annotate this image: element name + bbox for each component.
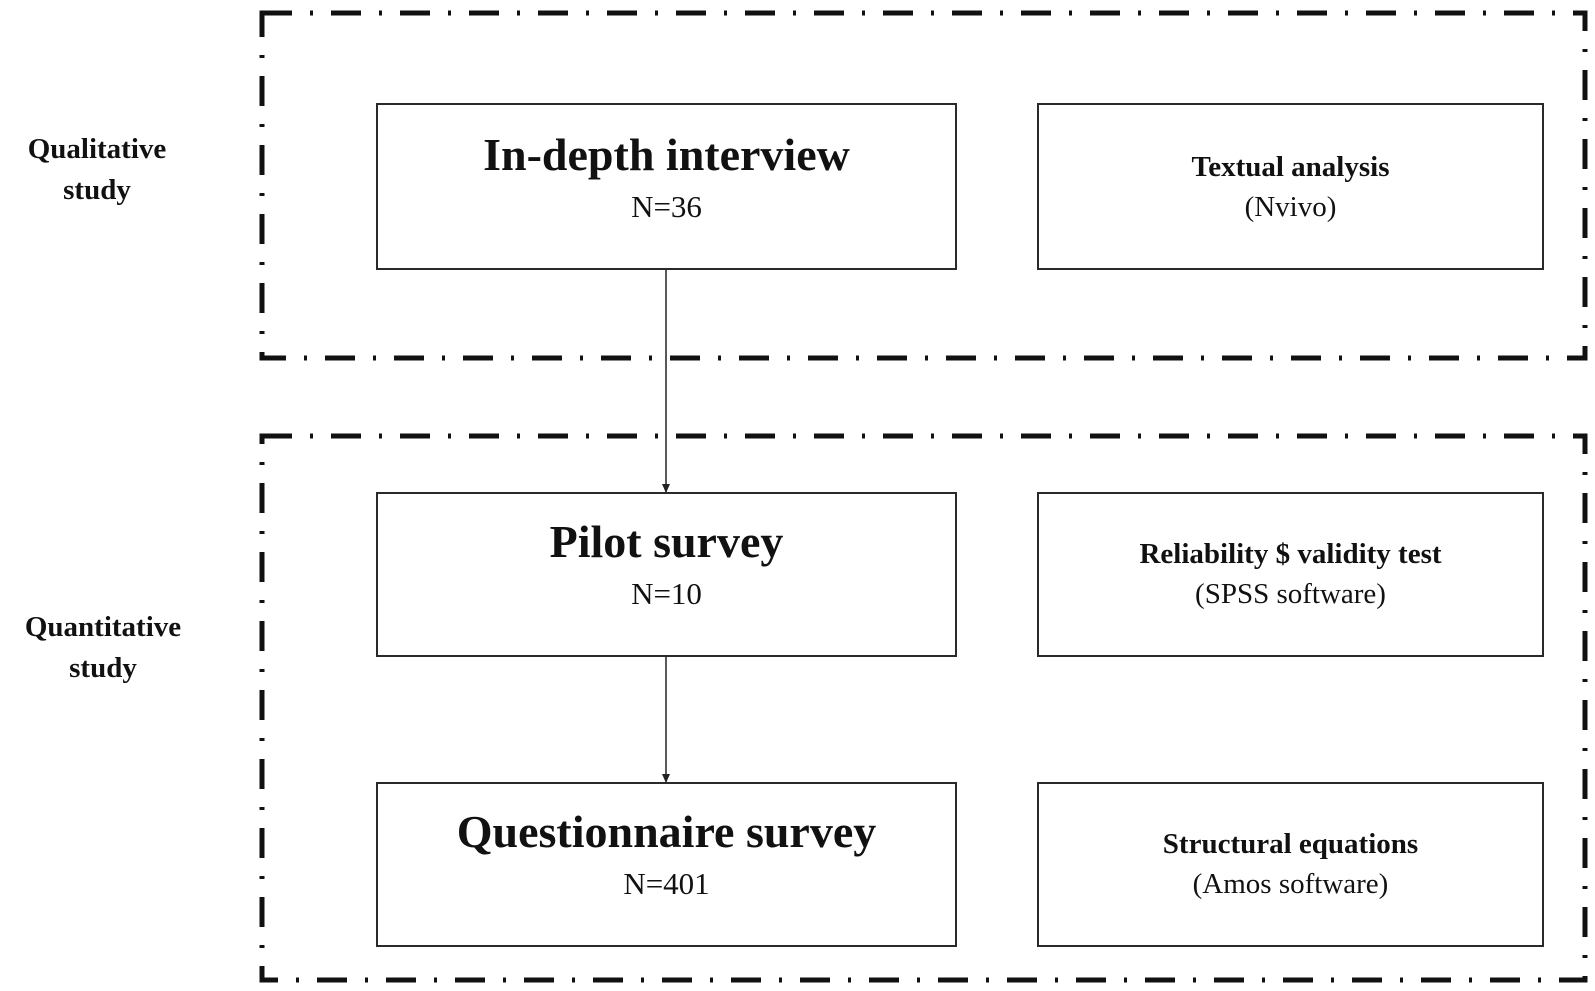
quantitative-study-label: Quantitative study xyxy=(2,607,204,689)
in-depth-interview-n: N=36 xyxy=(631,189,702,224)
structural-equations-tool: (Amos software) xyxy=(1192,868,1389,900)
questionnaire-survey-box: Questionnaire survey N=401 xyxy=(376,782,957,947)
qualitative-label-line1: Qualitative xyxy=(27,133,167,165)
structural-equations-title: Structural equations xyxy=(1162,828,1419,860)
quantitative-label-line2: study xyxy=(69,652,137,684)
questionnaire-survey-n: N=401 xyxy=(623,866,710,901)
textual-analysis-tool: (Nvivo) xyxy=(1244,191,1337,223)
qualitative-label-line2: study xyxy=(63,174,131,206)
pilot-survey-title: Pilot survey xyxy=(549,516,784,567)
reliability-validity-title: Reliability $ validity test xyxy=(1139,538,1442,570)
structural-equations-box: Structural equations (Amos software) xyxy=(1037,782,1544,947)
pilot-survey-n: N=10 xyxy=(631,576,702,611)
in-depth-interview-title: In-depth interview xyxy=(483,129,850,180)
quantitative-frame xyxy=(259,433,1588,983)
reliability-validity-tool: (SPSS software) xyxy=(1195,578,1386,610)
textual-analysis-box: Textual analysis (Nvivo) xyxy=(1037,103,1544,270)
qualitative-study-label: Qualitative study xyxy=(2,129,192,211)
reliability-validity-box: Reliability $ validity test (SPSS softwa… xyxy=(1037,492,1544,657)
in-depth-interview-box: In-depth interview N=36 xyxy=(376,103,957,270)
quantitative-label-line1: Quantitative xyxy=(24,611,182,643)
questionnaire-survey-title: Questionnaire survey xyxy=(456,806,877,857)
pilot-survey-box: Pilot survey N=10 xyxy=(376,492,957,657)
textual-analysis-title: Textual analysis xyxy=(1191,151,1390,183)
